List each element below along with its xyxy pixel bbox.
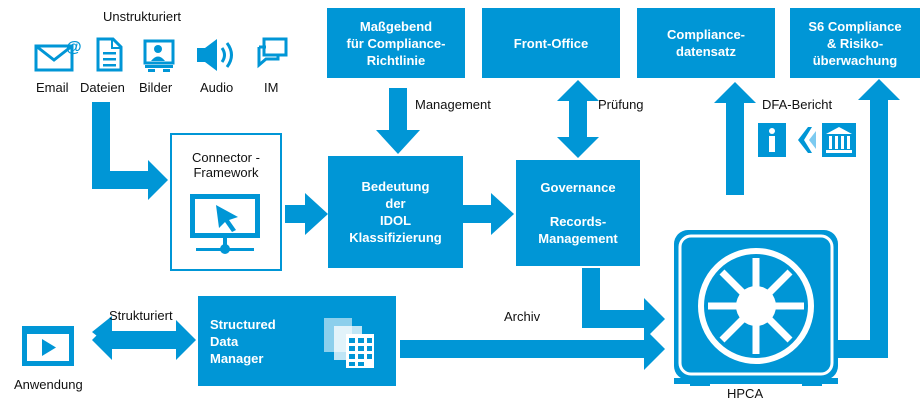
arrow-unstructured-to-connector (92, 102, 168, 200)
video-window-icon (22, 326, 74, 366)
front-office-box: Front-Office (482, 8, 620, 78)
audio-label: Audio (200, 80, 234, 95)
s6-compliance-box: S6 Compliance & Risiko- überwachung (790, 8, 920, 78)
files-label: Dateien (80, 80, 125, 95)
arrow-hpca-to-s6 (838, 79, 900, 358)
picture-icon (143, 39, 175, 72)
governance-title: Governance (540, 180, 616, 195)
management-label: Management (415, 97, 491, 112)
pruefung-label: Prüfung (598, 97, 644, 112)
unstructured-label: Unstrukturiert (103, 9, 182, 24)
archiv-label: Archiv (504, 309, 541, 324)
data-grid-icon (324, 318, 374, 368)
arrow-frontoffice-governance (557, 80, 599, 158)
arrow-application-sdm (92, 316, 196, 360)
im-label: IM (264, 80, 279, 95)
back-arrow-icon (798, 127, 816, 153)
vault-icon (674, 230, 838, 386)
email-label: Email (36, 80, 69, 95)
monitor-cursor-icon (190, 194, 260, 254)
hpca-label: HPCA (727, 386, 764, 401)
dfa-report-label: DFA-Bericht (762, 97, 833, 112)
images-label: Bilder (139, 80, 173, 95)
governance-box: Governance Records- Management (516, 160, 640, 266)
info-icon (758, 123, 786, 157)
arrow-idol-to-governance (463, 193, 514, 235)
arrow-governance-to-hpca (582, 268, 665, 340)
envelope-at-icon: @ (34, 39, 82, 72)
compliance-guideline-box: Maßgebend für Compliance- Richtlinie (327, 8, 465, 78)
document-icon (96, 37, 123, 72)
sdm-label: Structured Data Manager (210, 317, 276, 366)
application-label: Anwendung (14, 377, 83, 392)
structured-data-manager-box: Structured Data Manager (198, 296, 396, 386)
dfa-report-icons (758, 121, 862, 159)
governance-records: Records- Management (538, 214, 618, 246)
arrow-guideline-to-idol (376, 88, 420, 154)
arrow-up-to-compliance-dataset (714, 82, 756, 195)
connector-framework-label: Connector - Framework (192, 150, 260, 180)
chat-bubble-icon (257, 37, 288, 69)
arrow-connector-to-idol (285, 193, 328, 235)
structured-label: Strukturiert (109, 308, 173, 323)
idol-classification-box: Bedeutung der IDOL Klassifizierung (328, 156, 463, 268)
bank-icon (822, 123, 856, 157)
svg-text:@: @ (66, 39, 82, 56)
compliance-dataset-box: Compliance- datensatz (637, 8, 775, 78)
speaker-icon (197, 39, 233, 71)
arrow-sdm-to-hpca (400, 328, 665, 370)
